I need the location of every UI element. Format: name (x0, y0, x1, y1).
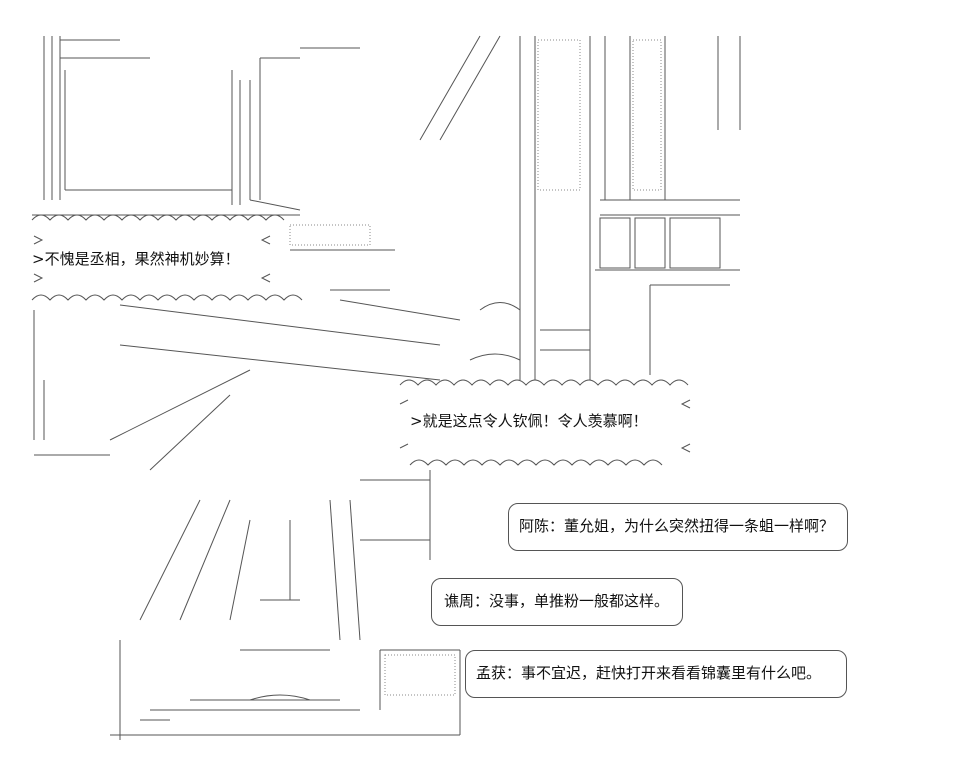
dialogue-line-1: 阿陈：董允姐，为什么突然扭得一条蛆一样啊？ (509, 504, 847, 535)
caption-1: >不愧是丞相，果然神机妙算！ (32, 250, 240, 268)
dialogue-line-3: 孟获：事不宜迟，赶快打开来看看锦囊里有什么吧。 (466, 651, 846, 682)
left-figure (33, 310, 251, 471)
dialogue-separator-2: ： (474, 592, 490, 610)
dialogue-text-3: 事不宜迟，赶快打开来看看锦囊里有什么吧。 (521, 664, 822, 682)
dialogue-text-1: 董允姐，为什么突然扭得一条蛆一样啊？ (564, 517, 835, 535)
dialogue-line-2: 谯周：没事，单推粉一般都这样。 (432, 579, 682, 610)
right-building (419, 35, 741, 380)
caption-1-arrow: > (32, 250, 45, 268)
caption-2: >就是这点令人钦佩！令人羡慕啊！ (410, 412, 648, 430)
dialogue-text-2: 没事，单推粉一般都这样。 (489, 592, 670, 610)
dialogue-separator-1: ： (549, 517, 565, 535)
speech-bubble-3: 孟获：事不宜迟，赶快打开来看看锦囊里有什么吧。 (465, 650, 847, 698)
scallop-row-top (31, 214, 689, 466)
dialogue-speaker-2: 谯周 (444, 592, 475, 610)
speech-bubble-1: 阿陈：董允姐，为什么突然扭得一条蛆一样啊？ (508, 503, 848, 551)
center-objects (119, 224, 521, 381)
dialogue-speaker-1: 阿陈 (519, 517, 550, 535)
left-frame (32, 36, 360, 216)
bottom-figure (110, 470, 461, 740)
caption-2-arrow: > (410, 412, 423, 430)
dialogue-separator-3: ： (506, 664, 522, 682)
caption-brackets (33, 235, 691, 453)
caption-2-text: 就是这点令人钦佩！令人羡慕啊！ (422, 412, 648, 430)
caption-1-text: 不愧是丞相，果然神机妙算！ (44, 250, 240, 268)
speech-bubble-2: 谯周：没事，单推粉一般都这样。 (431, 578, 683, 626)
dialogue-speaker-3: 孟获 (476, 664, 507, 682)
